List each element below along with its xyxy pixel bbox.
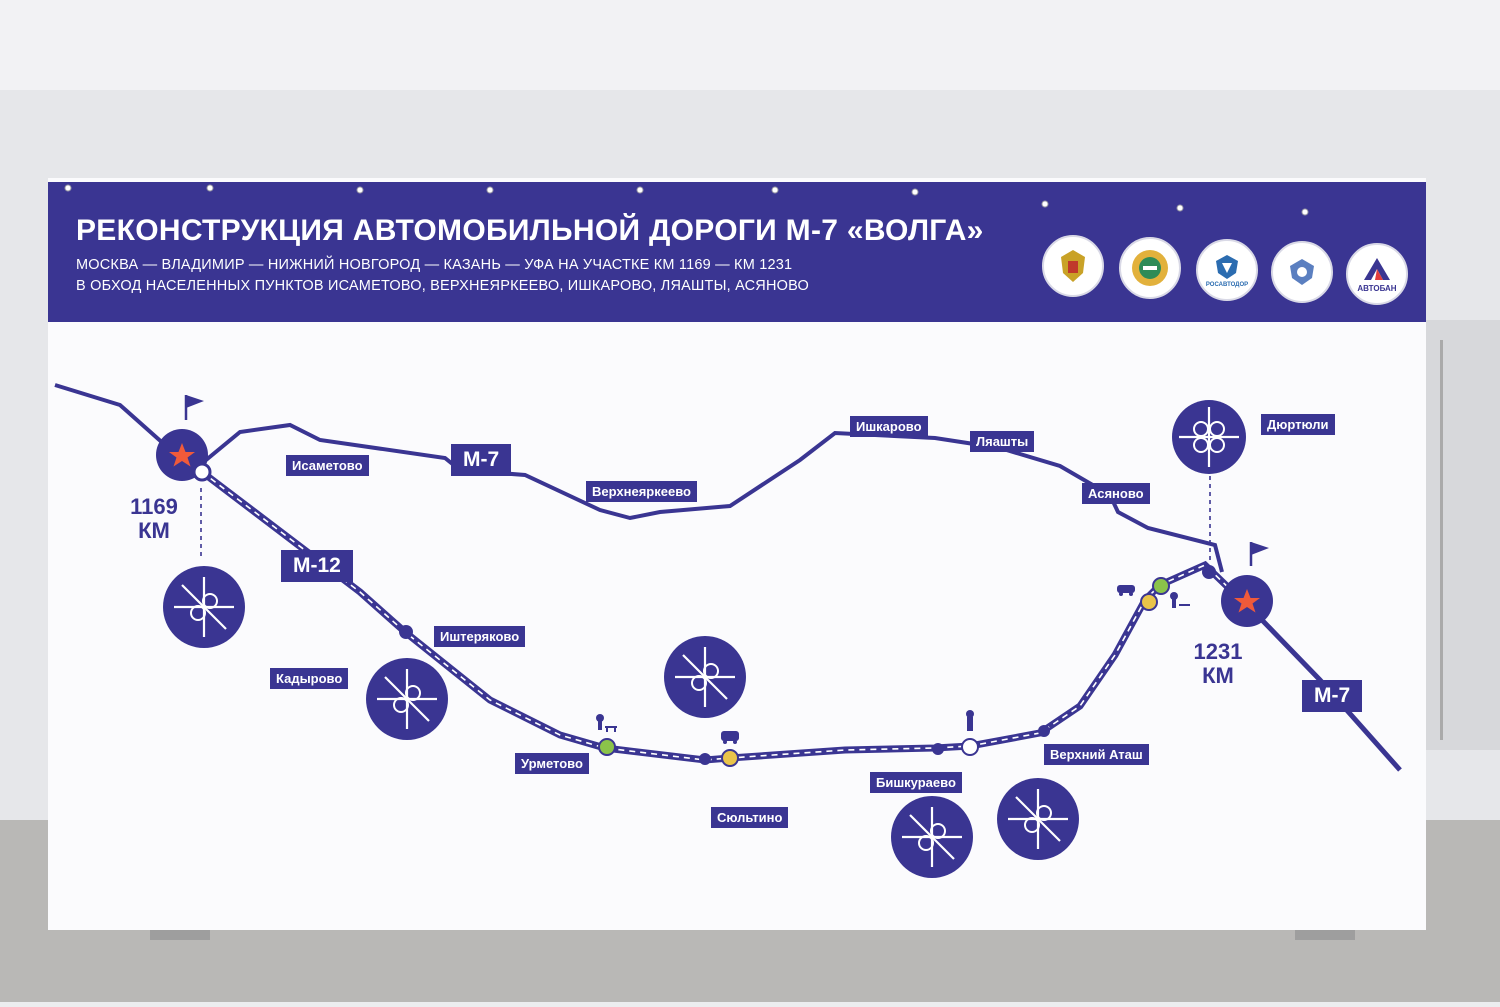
road-badge-m12: М-12 — [281, 550, 353, 582]
banner-header — [48, 182, 1426, 322]
stand-foot-left — [150, 930, 210, 940]
place-label-verkhniy-atash: Верхний Аташ — [1044, 744, 1149, 765]
bashkortostan-emblem-icon — [1119, 237, 1181, 299]
car-icon — [1117, 585, 1135, 596]
interchange-icon-syultino — [662, 634, 748, 720]
rosavtodor-emblem-icon: РОСАВТОДОР — [1196, 239, 1258, 301]
stop-dot-bishkuraevo — [932, 743, 944, 755]
road-badge-m7-old: М-7 — [451, 444, 512, 476]
place-label-urmetovo: Урметово — [515, 753, 589, 774]
place-label-isametovo: Исаметово — [286, 455, 369, 476]
km-marker-start: 1169 КМ — [130, 494, 178, 543]
rest-area-dot-urmetovo — [598, 738, 616, 756]
bus-icon — [721, 731, 739, 744]
service-dot-east — [1140, 593, 1158, 611]
rest-area-icon — [596, 714, 617, 732]
russia-coat-of-arms-icon — [1042, 235, 1104, 297]
place-label-syultino: Сюльтино — [711, 807, 789, 828]
place-label-dyurtyuli: Дюртюли — [1261, 414, 1335, 435]
interchange-icon-kadyrovo — [364, 656, 450, 742]
place-label-asyanovo: Асяново — [1082, 483, 1150, 504]
sky-area — [0, 0, 1500, 90]
place-label-bishkuraevo: Бишкураево — [870, 772, 962, 793]
avtoban-logo-icon: АВТОБАН — [1346, 243, 1408, 305]
place-label-verkhneyarkeevo: Верхнеяркеево — [586, 481, 697, 502]
banner-subtitle-line1: МОСКВА — ВЛАДИМИР — НИЖНИЙ НОВГОРОД — КА… — [76, 257, 793, 273]
place-label-lyaashty: Ляашты — [970, 431, 1035, 452]
rest-area-icon-east — [1170, 592, 1190, 608]
banner-subtitle-line2: В ОБХОД НАСЕЛЕННЫХ ПУНКТОВ ИСАМЕТОВО, ВЕ… — [76, 278, 809, 294]
road-badge-m7-east: М-7 — [1302, 680, 1363, 712]
banner-title: РЕКОНСТРУКЦИЯ АВТОМОБИЛЬНОЙ ДОРОГИ М-7 «… — [76, 214, 984, 247]
cloverleaf-icon-dyurtyuli — [1170, 398, 1248, 476]
place-label-kadyrovo: Кадырово — [270, 668, 349, 689]
rosavtodor-caption: РОСАВТОДОР — [1205, 281, 1249, 288]
stand-foot-right — [1295, 930, 1355, 940]
service-dot-syultino — [721, 749, 739, 767]
end-star-marker — [1221, 542, 1273, 627]
road-agency-emblem-icon — [1271, 241, 1333, 303]
stop-dot-syultino-a — [699, 753, 711, 765]
rest-area-dot-east — [1152, 577, 1170, 595]
stop-dot-verkhniy-atash — [1038, 725, 1050, 737]
monument-dot — [961, 738, 979, 756]
tent-door — [1420, 320, 1500, 750]
interchange-icon-verkhniy-atash — [995, 776, 1081, 862]
avtoban-caption: АВТОБАН — [1357, 283, 1397, 293]
junction-dot-end — [1202, 565, 1216, 579]
junction-dot-start — [192, 462, 212, 482]
interchange-icon-1169 — [161, 564, 247, 650]
stop-dot-ishteryakovo — [399, 625, 413, 639]
place-label-ishteryakovo: Иштеряково — [434, 626, 526, 647]
monument-icon — [966, 710, 974, 731]
banner-grommets — [64, 184, 1309, 216]
door-frame — [1440, 340, 1443, 740]
km-marker-end: 1231 КМ — [1193, 639, 1243, 688]
interchange-icon-bishkuraevo — [889, 794, 975, 880]
place-label-ishkarovo: Ишкарово — [850, 416, 928, 437]
